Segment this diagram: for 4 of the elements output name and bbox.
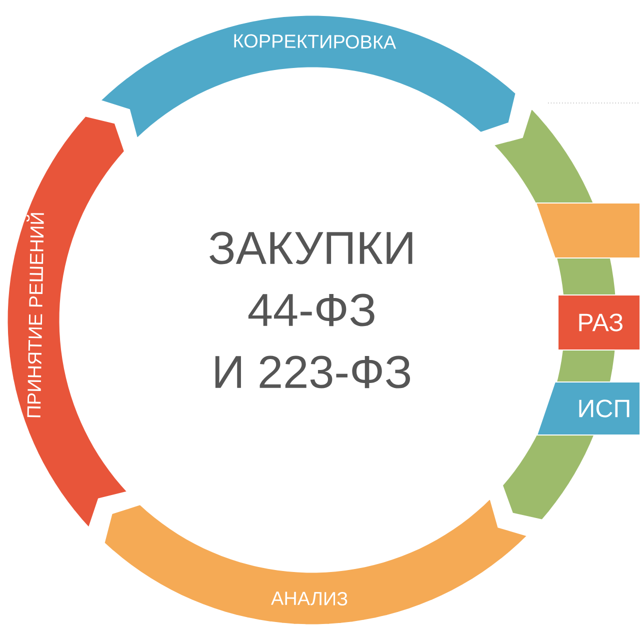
ribbon-band: РАЗ (558, 294, 640, 350)
center-title: ЗАКУПКИ (210, 232, 412, 264)
center-title: 44-ФЗ (248, 294, 374, 326)
center-title: И 223-ФЗ (215, 356, 410, 388)
